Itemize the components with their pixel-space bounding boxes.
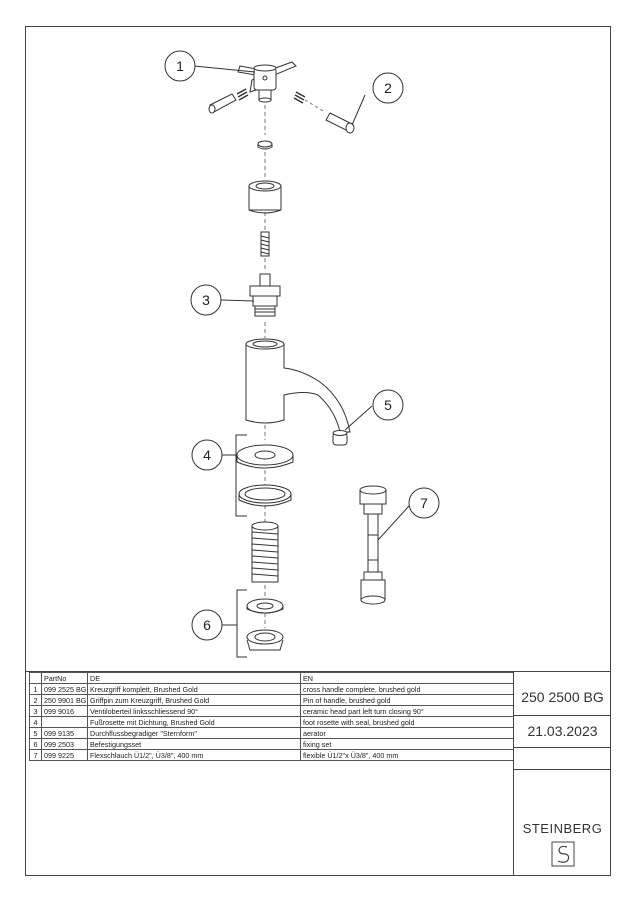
title-block: 250 2500 BG 21.03.2023 STEINBERG [513, 671, 611, 876]
cross-handle-part [237, 61, 297, 103]
header-part-no: PartNo [41, 672, 88, 684]
row-pos: 5 [29, 727, 42, 739]
row-pos: 7 [29, 749, 42, 761]
callout-1-label: 1 [176, 58, 184, 74]
exploded-view-drawing: 1 2 3 5 4 7 6 [164, 50, 440, 658]
aerator-part [332, 430, 348, 446]
callout-4: 4 [191, 439, 223, 471]
drawing-frame [25, 26, 611, 876]
row-part-no [41, 716, 88, 728]
table-separator [25, 671, 611, 672]
table-row: 5 099 9135 Durchflussbegradiger "Sternfo… [29, 727, 514, 739]
row-en: ceramic head part left turn closing 90° [300, 705, 514, 717]
header-de: DE [87, 672, 301, 684]
callout-7-label: 7 [420, 495, 428, 511]
row-pos: 2 [29, 694, 42, 706]
callout-6: 6 [191, 609, 223, 641]
header-en: EN [300, 672, 514, 684]
row-en: aerator [300, 727, 514, 739]
row-de: Fußrosette mit Dichtung, Brushed Gold [87, 716, 301, 728]
row-en: foot rosette with seal, brushed gold [300, 716, 514, 728]
title-block-divider [514, 769, 611, 770]
title-block-divider [514, 715, 611, 716]
foot-rosette-part [236, 444, 294, 507]
row-en: flexible Ü1/2"x Ü3/8", 400 mm [300, 749, 514, 761]
parts-table: PartNo DE EN 1 099 2525 BG Kreuzgriff ko… [29, 672, 514, 761]
drawing-date: 21.03.2023 [527, 723, 598, 739]
row-de: Griffpin zum Kreuzgriff, Brushed Gold [87, 694, 301, 706]
ceramic-head-part [249, 273, 281, 317]
faucet-body-part [245, 338, 351, 433]
row-en: cross handle complete, brushed gold [300, 683, 514, 695]
callout-3-label: 3 [202, 292, 210, 308]
callout-2: 2 [372, 72, 404, 104]
callout-6-label: 6 [203, 617, 211, 633]
row-part-no: 099 9016 [41, 705, 88, 717]
row-part-no: 099 2525 BG [41, 683, 88, 695]
article-number: 250 2500 BG [521, 689, 604, 705]
table-row: 1 099 2525 BG Kreuzgriff komplett, Brush… [29, 683, 514, 695]
table-header-row: PartNo DE EN [29, 672, 514, 684]
threaded-rod-part [251, 521, 279, 583]
row-part-no: 099 9135 [41, 727, 88, 739]
callout-5-label: 5 [384, 397, 392, 413]
row-de: Kreuzgriff komplett, Brushed Gold [87, 683, 301, 695]
row-part-no: 250 9901 BG [41, 694, 88, 706]
row-part-no: 099 9225 [41, 749, 88, 761]
row-pos: 6 [29, 738, 42, 750]
brand-name: STEINBERG [522, 821, 603, 836]
table-row: 4 Fußrosette mit Dichtung, Brushed Gold … [29, 716, 514, 728]
row-part-no: 099 2503 [41, 738, 88, 750]
callout-5: 5 [372, 389, 404, 421]
handle-sleeve-part [248, 180, 282, 214]
callout-4-label: 4 [203, 447, 211, 463]
steinberg-s-logo-icon [551, 841, 575, 867]
table-row: 7 099 9225 Flexschlauch Ü1/2", Ü3/8", 40… [29, 749, 514, 761]
row-pos: 1 [29, 683, 42, 695]
row-pos: 3 [29, 705, 42, 717]
flexible-hose-part [359, 485, 387, 605]
handle-pin-parts [208, 88, 355, 134]
table-row: 2 250 9901 BG Griffpin zum Kreuzgriff, B… [29, 694, 514, 706]
callout-2-label: 2 [384, 80, 392, 96]
callout-1: 1 [164, 50, 196, 82]
row-de: Ventiloberteil linksschliessend 90° [87, 705, 301, 717]
row-de: Befestigungsset [87, 738, 301, 750]
row-en: Pin of handle, brushed gold [300, 694, 514, 706]
row-pos: 4 [29, 716, 42, 728]
callout-7: 7 [408, 487, 440, 519]
table-row: 3 099 9016 Ventiloberteil linksschliesse… [29, 705, 514, 717]
fixing-set-part [246, 598, 284, 651]
row-de: Flexschlauch Ü1/2", Ü3/8", 400 mm [87, 749, 301, 761]
row-de: Durchflussbegradiger "Sternform" [87, 727, 301, 739]
title-block-divider [514, 747, 611, 748]
table-row: 6 099 2503 Befestigungsset fixing set [29, 738, 514, 750]
callout-3: 3 [190, 284, 222, 316]
header-pos [29, 672, 42, 684]
row-en: fixing set [300, 738, 514, 750]
